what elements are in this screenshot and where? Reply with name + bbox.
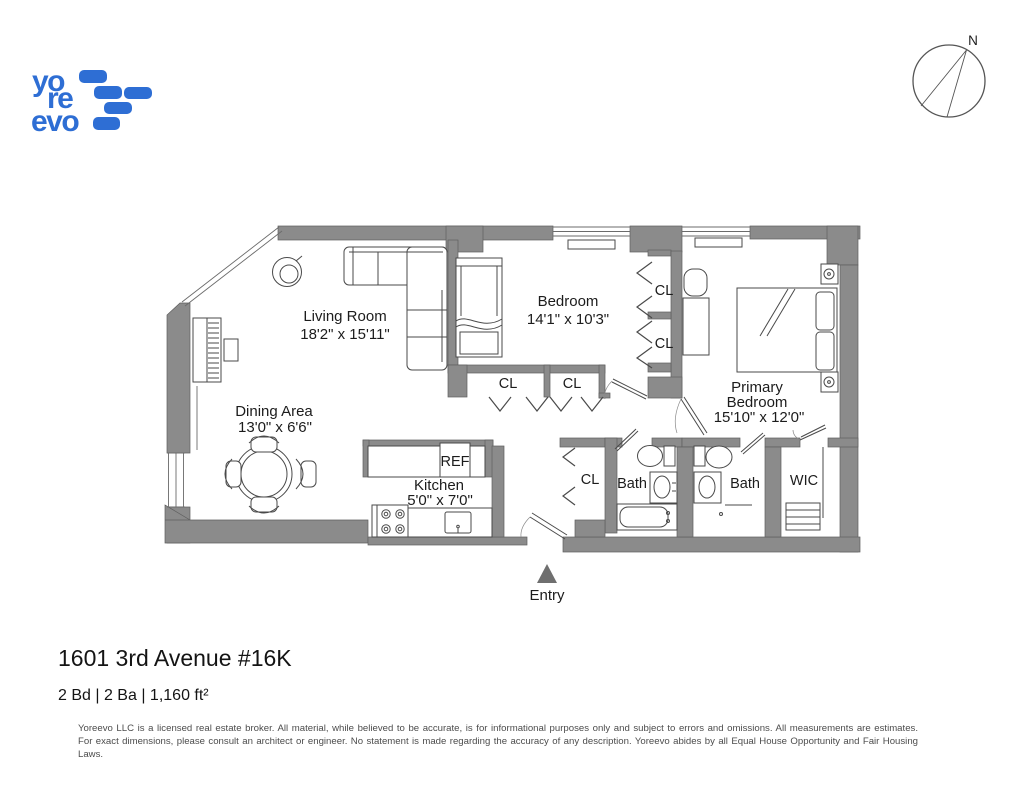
logo-brick [79, 70, 107, 83]
room-dims-living: 18'2" x 15'11" [300, 326, 390, 343]
entry-door [520, 512, 568, 540]
entry-arrow-icon [537, 564, 557, 583]
closet-label: CL [581, 472, 600, 488]
kitchen-sink [407, 507, 493, 538]
media-console [192, 317, 239, 450]
closet-label: CL [655, 283, 674, 299]
wic-door [792, 424, 827, 441]
entry-label: Entry [529, 587, 565, 604]
furniture [192, 246, 839, 538]
bath-label: Bath [730, 476, 760, 492]
listing-address: 1601 3rd Avenue #16K [58, 645, 292, 671]
refrigerator-label: REF [441, 454, 470, 470]
room-dims-bedroom: 14'1" x 10'3" [527, 311, 609, 328]
disclaimer-line-2: For exact dimensions, please consult an … [78, 736, 918, 760]
logo-text-re: re [47, 82, 74, 115]
bed-secondary [455, 257, 503, 358]
wic-shelves [785, 447, 824, 531]
bedroom-door [604, 378, 648, 400]
nightstand [820, 263, 839, 285]
armchair [272, 255, 303, 287]
sofa [343, 246, 448, 371]
bath2-door [740, 432, 766, 455]
room-label-primary-1: Primary [731, 379, 783, 396]
room-dims-kitchen: 5'0" x 7'0" [407, 492, 473, 509]
compass-rose: N [912, 33, 986, 118]
logo-brick [94, 86, 122, 99]
room-label-primary-2: Bedroom [727, 394, 788, 411]
window-left-dining [167, 452, 185, 508]
stove [371, 504, 409, 538]
legal-disclaimer: Yoreevo LLC is a licensed real estate br… [78, 722, 918, 761]
listing-summary: 2 Bd | 2 Ba | 1,160 ft² [58, 687, 209, 704]
logo-text-evo: evo [31, 105, 80, 138]
window-bedroom [553, 226, 630, 250]
bath2-fixtures [693, 445, 752, 516]
logo-brick [104, 102, 132, 114]
yoreevo-logo: yo re evo [0, 0, 170, 150]
logo-brick [93, 117, 120, 130]
bifold-doors-lower-closets [488, 396, 604, 412]
room-label-dining: Dining Area [235, 403, 313, 420]
logo-text-yo: yo [32, 65, 66, 98]
windows [167, 226, 750, 508]
room-dims-dining: 13'0" x 6'6" [238, 419, 312, 436]
room-label-bedroom: Bedroom [538, 293, 599, 310]
entry-marker: Entry [529, 564, 565, 604]
logo-brick [124, 87, 152, 99]
refrigerator [439, 442, 471, 478]
bath-label: Bath [617, 476, 647, 492]
bath1-door [614, 428, 639, 452]
dining-table [224, 435, 317, 514]
wic-label: WIC [790, 473, 818, 489]
closet-label: CL [563, 376, 582, 392]
room-labels: Living Room 18'2" x 15'11" Dining Area 1… [235, 283, 818, 509]
floor-plan-drawing: N [164, 33, 986, 604]
closet-label: CL [655, 336, 674, 352]
window-diagonal-living [181, 226, 283, 307]
bifold-doors-hall-closet [562, 447, 576, 506]
bifold-doors-bedroom-closets [635, 261, 653, 369]
disclaimer-line-1: Yoreevo LLC is a licensed real estate br… [78, 723, 918, 734]
room-label-living: Living Room [303, 308, 386, 325]
closet-label: CL [499, 376, 518, 392]
compass-north-label: N [968, 33, 978, 48]
room-dims-primary: 15'10" x 12'0" [714, 409, 805, 426]
compass-circle [912, 44, 986, 118]
compass-needle-icon [920, 49, 967, 118]
bed-primary [736, 287, 838, 373]
room-label-kitchen: Kitchen [414, 477, 464, 494]
nightstand [820, 371, 839, 393]
desk-chair [682, 268, 710, 356]
primary-bedroom-door [674, 396, 708, 436]
doors [488, 261, 827, 540]
walls [164, 225, 861, 553]
bath1-fixtures [616, 445, 678, 531]
window-primary-bedroom [682, 226, 750, 248]
